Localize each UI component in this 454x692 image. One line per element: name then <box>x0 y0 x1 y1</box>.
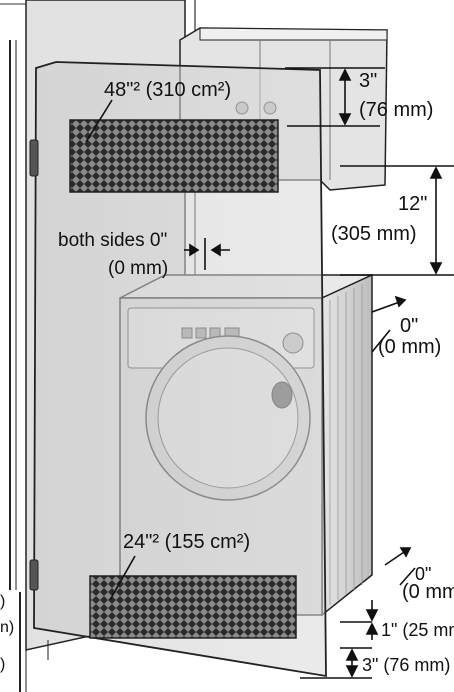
front-gap-inch-label: 0" <box>415 564 431 584</box>
bottom-vent-grille <box>89 575 297 639</box>
left-edge-label-c: ) <box>0 656 5 673</box>
cabinet-gap-mm-label: (305 mm) <box>331 223 417 245</box>
side-gap-mm-label: (0 mm) <box>108 258 168 279</box>
top-gap-inch-label: 3" <box>359 70 377 92</box>
bottom-vent-area-label: 24"² (155 cm²) <box>123 531 250 553</box>
side-gap-inch-label: both sides 0" <box>58 230 167 251</box>
rear-gap-inch-label: 0" <box>400 315 418 337</box>
rear-gap-mm-label: (0 mm) <box>378 336 441 358</box>
top-vent-grille <box>69 119 279 193</box>
left-edge-label-b: n) <box>0 619 14 636</box>
top-vent-area-label: 48"² (310 cm²) <box>104 79 231 101</box>
front-gap-mm-label: (0 mm <box>402 581 454 603</box>
left-edge-label-a: ) <box>0 593 5 610</box>
closet-door <box>29 61 327 678</box>
floor-gap-1-label: 1" (25 mm <box>381 620 454 640</box>
cabinet-gap-inch-label: 12" <box>398 193 427 215</box>
top-gap-mm-label: (76 mm) <box>359 99 433 121</box>
dimension-lines <box>85 67 454 679</box>
dimension-labels: 48"² (310 cm²) 3" (76 mm) 12" (305 mm) b… <box>0 70 454 675</box>
floor-gap-3-label: 3" (76 mm) <box>362 655 450 675</box>
